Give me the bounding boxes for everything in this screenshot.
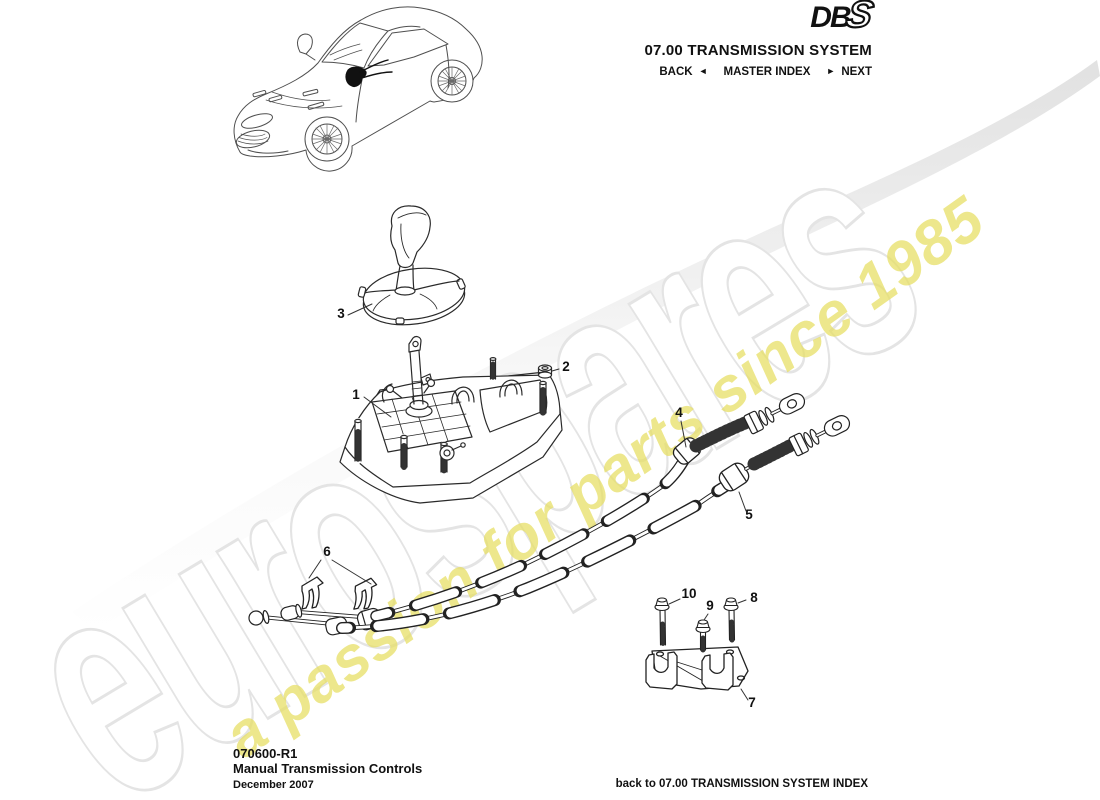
part-label-3[interactable]: 3 bbox=[337, 306, 345, 321]
shifter-location-marker bbox=[345, 59, 393, 87]
cable-bracket bbox=[645, 646, 749, 691]
part-label-2[interactable]: 2 bbox=[562, 359, 570, 374]
part-label-5[interactable]: 5 bbox=[745, 507, 753, 522]
master-index-link[interactable]: MASTER INDEX bbox=[723, 66, 811, 78]
lever-nut bbox=[537, 364, 553, 379]
next-arrow-icon: ► bbox=[826, 66, 836, 76]
retaining-clips bbox=[301, 576, 378, 610]
bolt-8 bbox=[723, 597, 739, 643]
document-date: December 2007 bbox=[233, 779, 314, 791]
front-wheel-icon bbox=[304, 116, 350, 162]
dbs-logo: DBS bbox=[644, 0, 877, 38]
dbs-logo-db: DB bbox=[810, 1, 851, 34]
page-header: DBS 07.00 TRANSMISSION SYSTEM BACK ◄ MASTE… bbox=[644, 0, 877, 78]
part-label-8[interactable]: 8 bbox=[750, 590, 758, 605]
cable-end-fittings-left bbox=[248, 603, 383, 636]
grille-icon bbox=[235, 129, 271, 149]
section-title: 07.00 TRANSMISSION SYSTEM bbox=[644, 42, 872, 59]
rear-wheel-icon bbox=[430, 59, 474, 103]
shifter-assembly bbox=[339, 335, 563, 504]
bolt-9 bbox=[695, 619, 711, 653]
header-nav: BACK ◄ MASTER INDEX ► NEXT bbox=[644, 66, 872, 78]
document-code: 070600-R1 bbox=[233, 746, 298, 761]
shift-cable bbox=[336, 415, 851, 634]
back-arrow-icon: ◄ bbox=[698, 66, 708, 76]
leader-lines bbox=[308, 303, 749, 701]
part-label-6[interactable]: 6 bbox=[323, 544, 331, 559]
next-link[interactable]: NEXT bbox=[841, 66, 872, 78]
document-info: 070600-R1 Manual Transmission Controls D… bbox=[233, 746, 422, 791]
part-label-1[interactable]: 1 bbox=[352, 387, 360, 402]
part-label-9[interactable]: 9 bbox=[706, 598, 714, 613]
bolt-10 bbox=[654, 597, 670, 648]
gear-lever-boot bbox=[357, 205, 466, 326]
selector-cable bbox=[370, 393, 806, 622]
part-label-10[interactable]: 10 bbox=[681, 586, 696, 601]
gear-lever bbox=[381, 335, 436, 418]
part-label-7[interactable]: 7 bbox=[748, 695, 756, 710]
dbs-logo-s: S bbox=[841, 0, 877, 37]
car-illustration bbox=[233, 6, 483, 172]
mounting-studs bbox=[354, 356, 547, 475]
part-label-4[interactable]: 4 bbox=[675, 405, 683, 420]
bracket-bolts bbox=[654, 597, 739, 653]
back-to-index-link[interactable]: back to 07.00 TRANSMISSION SYSTEM INDEX bbox=[615, 778, 868, 790]
back-link[interactable]: BACK bbox=[659, 66, 693, 78]
document-title: Manual Transmission Controls bbox=[233, 761, 423, 776]
